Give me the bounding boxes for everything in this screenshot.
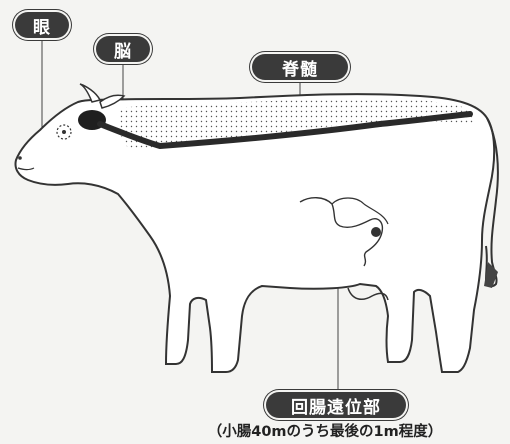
caption: （小腸40mのうち最後の1m程度） [160,420,490,441]
distal-ileum-marker [371,227,381,237]
cow-nostril [18,156,22,160]
brain-label: 脳 [96,36,150,62]
cow-eye [62,130,66,134]
eye-label: 眼 [15,12,69,38]
distal-ileum-label: 回腸遠位部 [266,392,406,418]
spinal-cord-label: 脊髄 [252,54,348,80]
